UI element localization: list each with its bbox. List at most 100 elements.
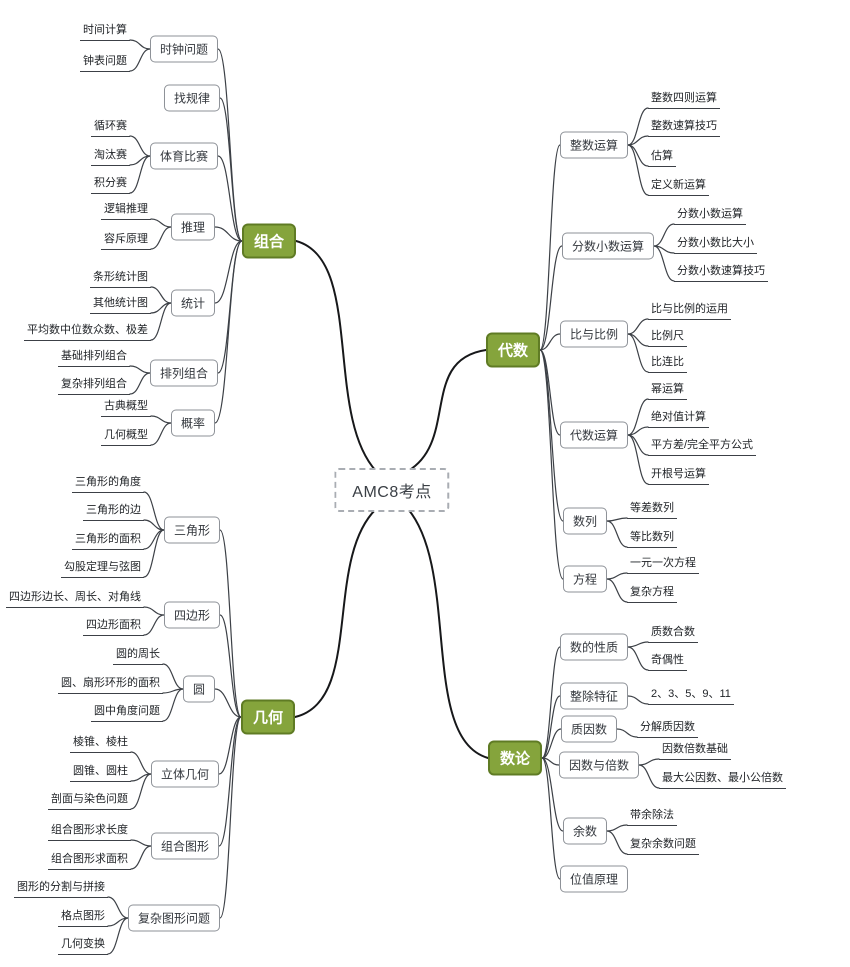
subtopic[interactable]: 概率	[170, 409, 216, 437]
leaf-topic[interactable]: 勾股定理与弦图	[60, 558, 144, 578]
leaf-topic[interactable]: 格点图形	[57, 907, 108, 927]
leaf-topic[interactable]: 平方差/完全平方公式	[648, 436, 757, 456]
leaf-topic[interactable]: 比连比	[648, 353, 687, 373]
leaf-topic[interactable]: 比与比例的运用	[648, 300, 731, 320]
subtopic[interactable]: 组合图形	[150, 832, 220, 860]
connector	[143, 491, 165, 531]
leaf-topic[interactable]: 容斥原理	[100, 230, 151, 250]
subtopic[interactable]: 时钟问题	[149, 35, 219, 63]
leaf-topic[interactable]: 幂运算	[648, 380, 687, 400]
subtopic[interactable]: 三角形	[163, 516, 221, 544]
connector	[143, 614, 165, 636]
leaf-topic[interactable]: 组合图形求长度	[47, 821, 131, 841]
leaf-topic[interactable]: 质数合数	[648, 623, 698, 643]
connector	[627, 333, 649, 373]
leaf-topic[interactable]: 积分赛	[90, 174, 130, 194]
branch-topic-algebra[interactable]: 代数	[485, 332, 541, 368]
branch-topic-geometry[interactable]: 几何	[240, 699, 296, 735]
subtopic[interactable]: 方程	[562, 565, 608, 593]
subtopic[interactable]: 余数	[562, 817, 608, 845]
leaf-topic[interactable]: 因数倍数基础	[659, 740, 731, 760]
leaf-topic[interactable]: 圆的周长	[112, 645, 163, 665]
leaf-topic[interactable]: 逻辑推理	[100, 200, 151, 220]
connector	[541, 695, 561, 759]
central-topic[interactable]: AMC8考点	[334, 468, 450, 512]
subtopic[interactable]: 复杂图形问题	[127, 904, 221, 932]
leaf-topic[interactable]: 分解质因数	[637, 718, 698, 738]
subtopic[interactable]: 找规律	[163, 84, 221, 112]
leaf-topic[interactable]: 等比数列	[627, 528, 677, 548]
leaf-topic[interactable]: 奇偶性	[648, 651, 687, 671]
subtopic[interactable]: 因数与倍数	[558, 751, 640, 779]
connector	[407, 349, 487, 472]
leaf-topic[interactable]: 圆锥、圆柱	[69, 762, 131, 782]
subtopic[interactable]: 立体几何	[150, 760, 220, 788]
leaf-topic[interactable]: 时间计算	[79, 21, 130, 41]
subtopic[interactable]: 位值原理	[559, 865, 629, 893]
subtopic[interactable]: 分数小数运算	[561, 232, 655, 260]
leaf-topic[interactable]: 分数小数速算技巧	[674, 262, 768, 282]
leaf-topic[interactable]: 四边形面积	[82, 616, 144, 636]
leaf-topic[interactable]: 整数四则运算	[648, 89, 720, 109]
leaf-topic[interactable]: 组合图形求面积	[47, 850, 131, 870]
leaf-topic[interactable]: 平均数中位数众数、极差	[23, 321, 151, 341]
subtopic[interactable]: 质因数	[560, 715, 618, 743]
subtopic[interactable]: 推理	[170, 213, 216, 241]
leaf-topic[interactable]: 分数小数比大小	[674, 234, 757, 254]
leaf-topic[interactable]: 估算	[648, 147, 676, 167]
leaf-topic[interactable]: 古典概型	[100, 397, 151, 417]
subtopic[interactable]: 代数运算	[559, 421, 629, 449]
leaf-topic[interactable]: 圆、扇形环形的面积	[57, 674, 163, 694]
leaf-topic[interactable]: 淘汰赛	[90, 146, 130, 166]
connector	[638, 764, 660, 789]
leaf-topic[interactable]: 三角形的边	[82, 501, 144, 521]
leaf-topic[interactable]: 钟表问题	[79, 52, 130, 72]
subtopic[interactable]: 比与比例	[559, 320, 629, 348]
leaf-topic[interactable]: 分数小数运算	[674, 205, 746, 225]
leaf-topic[interactable]: 剖面与染色问题	[47, 790, 131, 810]
leaf-topic[interactable]: 循环赛	[90, 117, 130, 137]
branch-topic-number-theory[interactable]: 数论	[487, 740, 543, 776]
leaf-topic[interactable]: 条形统计图	[89, 268, 151, 288]
leaf-topic[interactable]: 三角形的角度	[71, 473, 144, 493]
leaf-topic[interactable]: 图形的分割与拼接	[13, 878, 108, 898]
leaf-topic[interactable]: 定义新运算	[648, 176, 709, 196]
leaf-topic[interactable]: 棱锥、棱柱	[69, 733, 131, 753]
subtopic[interactable]: 统计	[170, 289, 216, 317]
leaf-topic[interactable]: 几何概型	[100, 426, 151, 446]
branch-topic-combinatorics[interactable]: 组合	[241, 223, 297, 259]
subtopic[interactable]: 整除特征	[559, 682, 629, 710]
leaf-topic[interactable]: 整数速算技巧	[648, 117, 720, 137]
leaf-topic[interactable]: 基础排列组合	[57, 347, 130, 367]
leaf-topic[interactable]: 三角形的面积	[71, 530, 144, 550]
leaf-topic[interactable]: 2、3、5、9、11	[648, 685, 734, 705]
leaf-topic[interactable]: 绝对值计算	[648, 408, 709, 428]
subtopic[interactable]: 数的性质	[559, 633, 629, 661]
subtopic[interactable]: 整数运算	[559, 131, 629, 159]
subtopic[interactable]: 圆	[182, 675, 216, 703]
leaf-topic[interactable]: 复杂余数问题	[627, 835, 699, 855]
connector	[606, 520, 628, 548]
leaf-topic[interactable]: 开根号运算	[648, 465, 709, 485]
leaf-topic[interactable]: 四边形边长、周长、对角线	[5, 588, 144, 608]
leaf-topic[interactable]: 一元一次方程	[627, 554, 699, 574]
connector	[214, 240, 243, 304]
leaf-topic[interactable]: 复杂排列组合	[57, 375, 130, 395]
subtopic[interactable]: 排列组合	[149, 359, 219, 387]
subtopic[interactable]: 体育比赛	[149, 142, 219, 170]
connector	[627, 135, 649, 146]
leaf-topic[interactable]: 复杂方程	[627, 583, 677, 603]
leaf-topic[interactable]: 圆中角度问题	[90, 702, 163, 722]
leaf-topic[interactable]: 等差数列	[627, 499, 677, 519]
leaf-topic[interactable]: 比例尺	[648, 327, 687, 347]
connector	[150, 302, 172, 341]
connector	[541, 757, 564, 832]
connector	[218, 716, 242, 847]
subtopic[interactable]: 四边形	[163, 601, 221, 629]
leaf-topic[interactable]: 几何变换	[57, 935, 108, 955]
leaf-topic[interactable]: 带余除法	[627, 806, 677, 826]
leaf-topic[interactable]: 最大公因数、最小公倍数	[659, 769, 786, 789]
leaf-topic[interactable]: 其他统计图	[89, 294, 151, 314]
subtopic[interactable]: 数列	[562, 507, 608, 535]
